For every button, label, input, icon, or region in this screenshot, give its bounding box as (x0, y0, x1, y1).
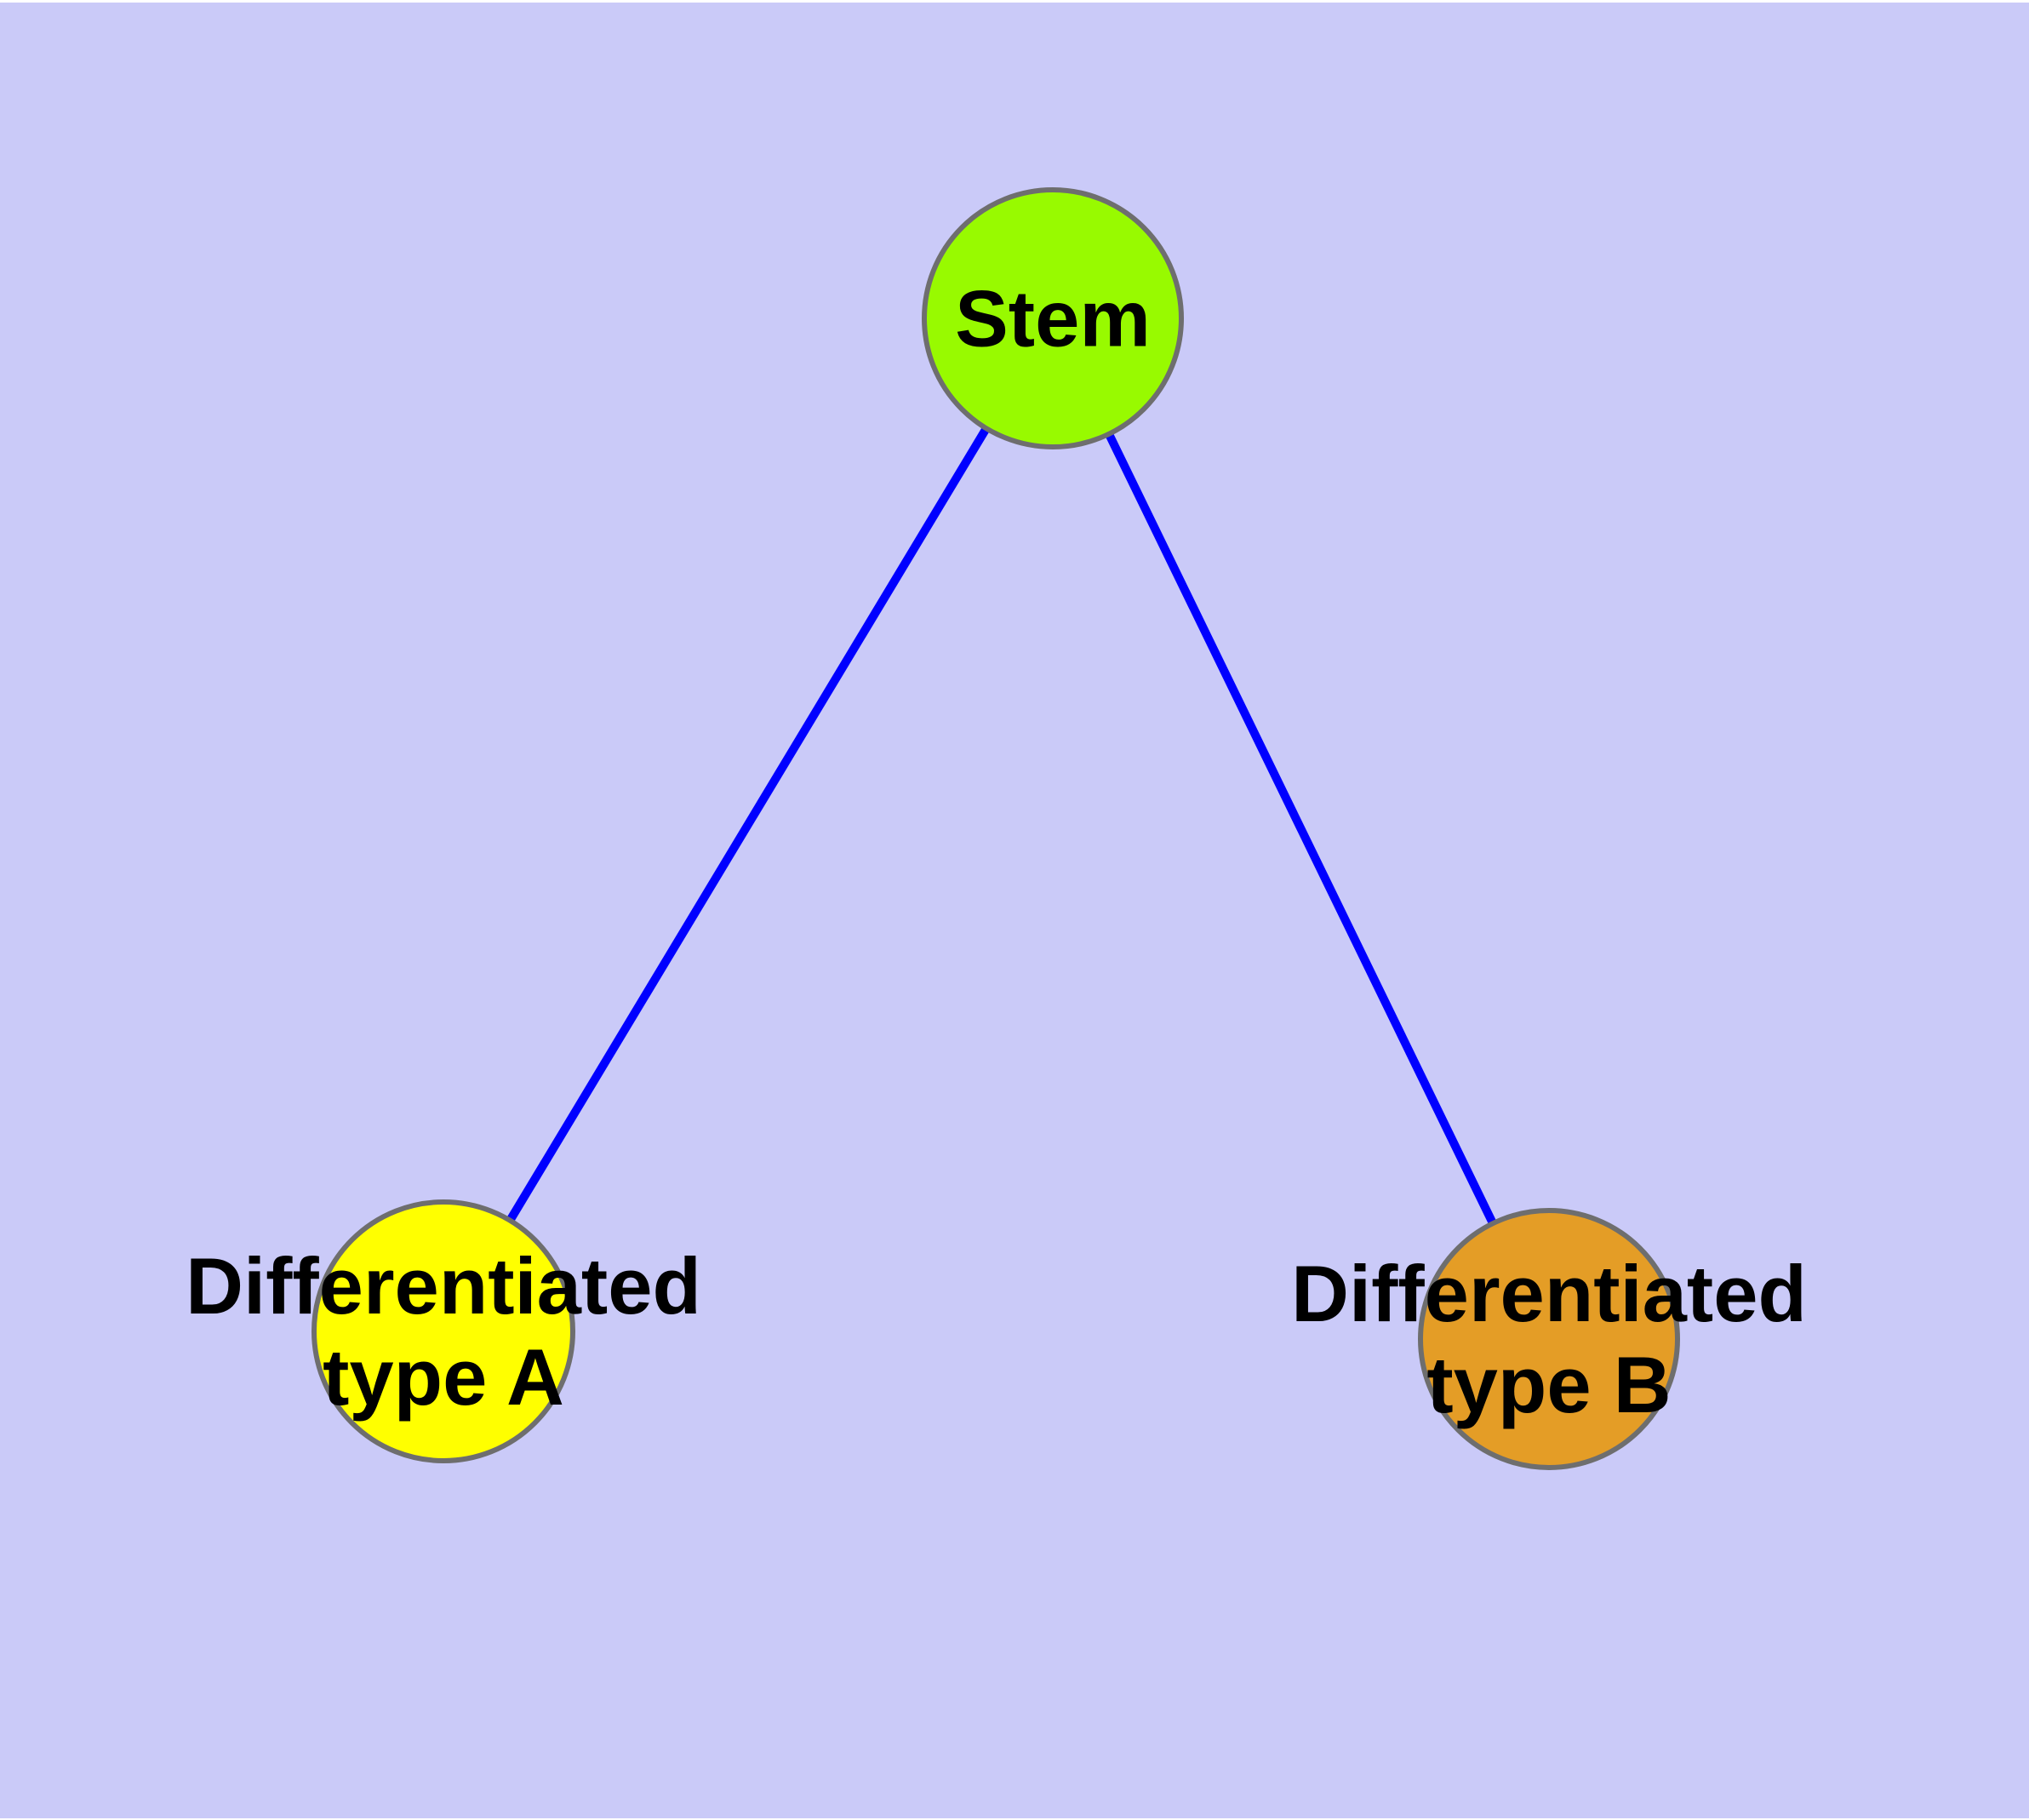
edge-stem-to-differentiated-type-a (506, 426, 991, 1223)
node-differentiated-type-b (1418, 1208, 1680, 1470)
node-stem (922, 187, 1184, 449)
node-differentiated-type-a (311, 1199, 575, 1463)
edge-stem-to-differentiated-type-b (1105, 432, 1497, 1226)
